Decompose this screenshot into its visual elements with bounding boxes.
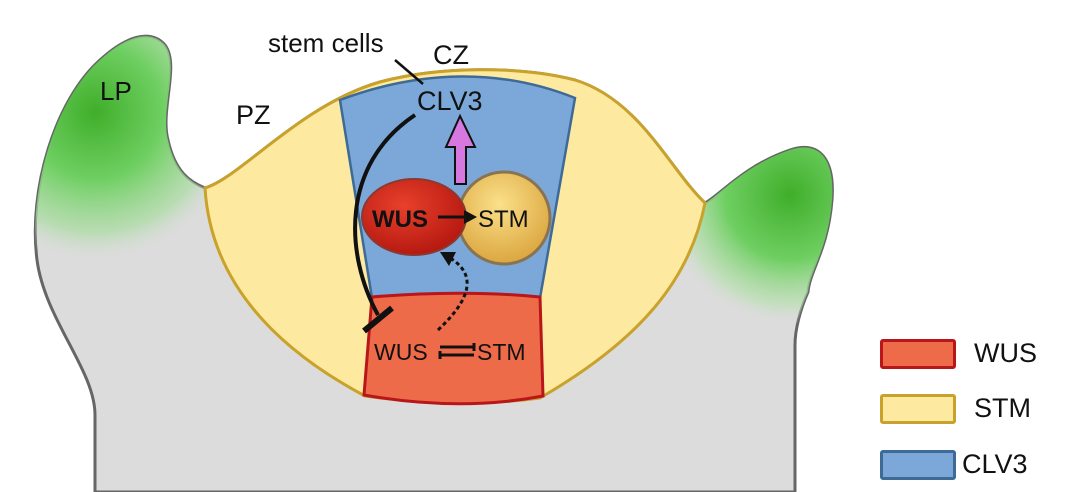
legend-swatch-stm	[880, 393, 956, 424]
legend-label: CLV3	[962, 449, 1028, 479]
wus-movement-arrowhead	[440, 252, 456, 266]
label-lp: LP	[100, 76, 132, 106]
activation-arrow-clv3	[444, 113, 477, 185]
stem-cells-pointer	[394, 59, 424, 85]
label-oc-stm: STM	[477, 339, 526, 365]
legend-item-stm: STM	[880, 393, 1031, 424]
legend-swatch-clv3	[880, 449, 956, 480]
clv3-repression-arc	[353, 113, 417, 316]
organizing-center	[362, 291, 545, 406]
label-pz: PZ	[236, 100, 271, 130]
label-oc-wus: WUS	[374, 339, 428, 365]
wus-movement-arrow	[436, 256, 469, 332]
label-clv3: CLV3	[417, 86, 483, 116]
label-wus-node: WUS	[372, 206, 428, 233]
label-stem-cells: stem cells	[268, 28, 384, 58]
legend-label: WUS	[974, 338, 1037, 368]
legend-item-clv3: CLV3	[880, 449, 1028, 480]
wus-stm-arrowhead	[464, 210, 477, 224]
legend-swatch-wus	[880, 338, 956, 369]
legend-label: STM	[974, 393, 1031, 423]
right-primordium-expression	[670, 50, 833, 350]
label-cz: CZ	[433, 40, 469, 70]
repression-bar	[362, 305, 394, 334]
label-stm-node: STM	[478, 206, 529, 233]
legend-item-wus: WUS	[880, 338, 1037, 369]
